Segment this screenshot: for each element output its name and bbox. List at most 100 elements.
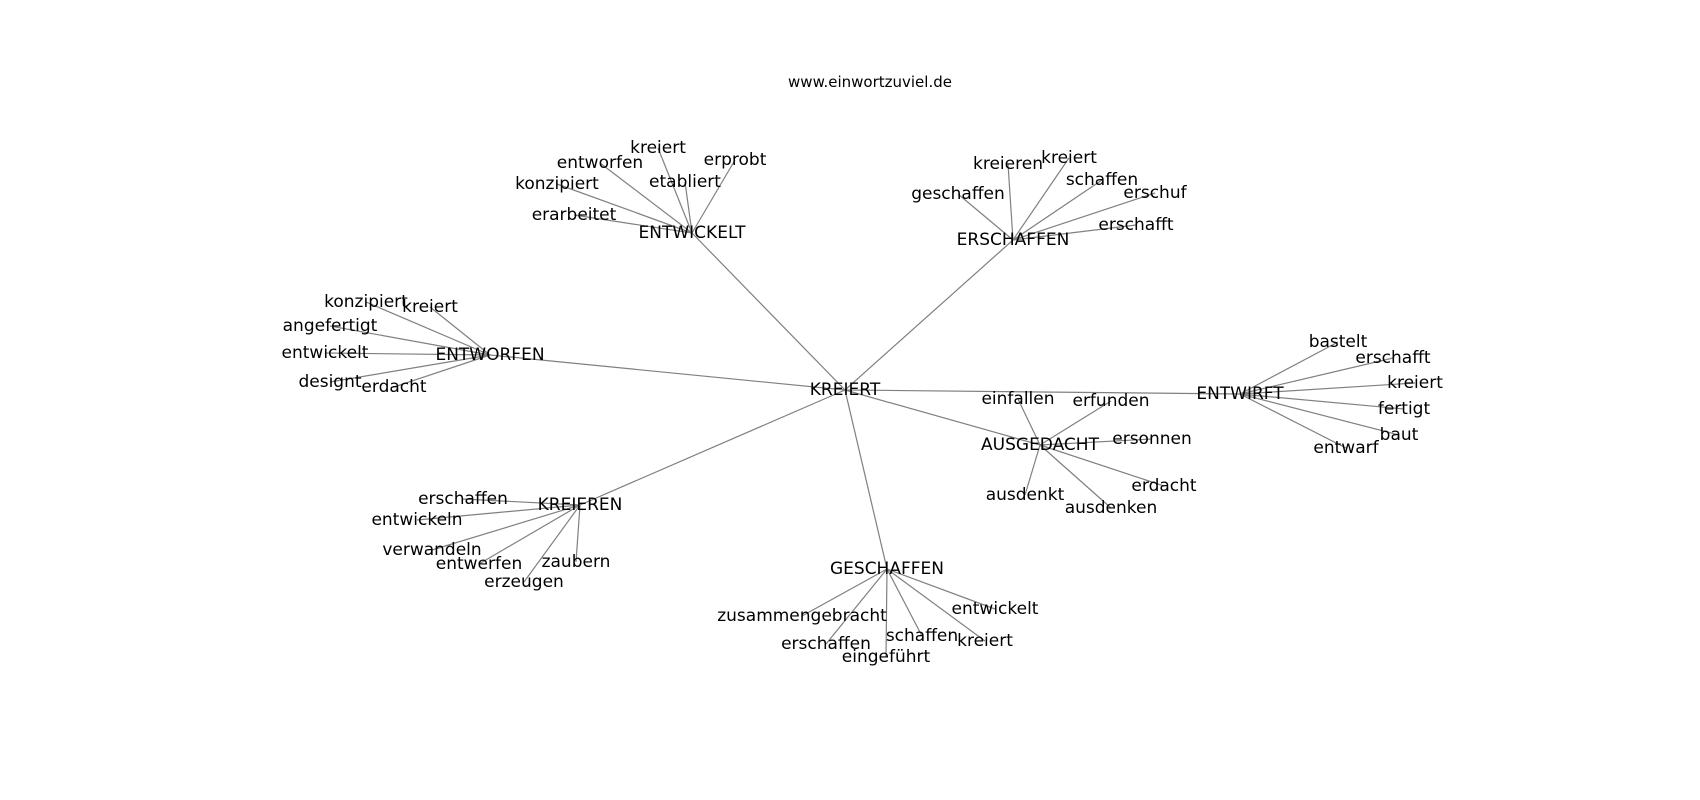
- word-node: baut: [1380, 425, 1419, 445]
- word-node: erfunden: [1072, 391, 1149, 411]
- edge-hub-to-word: [1039, 444, 1165, 487]
- edge-hub-to-word: [416, 504, 581, 521]
- edge-hub-to-word: [886, 568, 923, 637]
- edge-hub-to-word: [1012, 192, 1156, 241]
- edge-hub-to-word: [657, 147, 693, 234]
- word-node: entwickelt: [282, 343, 369, 363]
- edge-center-to-hub: [844, 239, 1014, 391]
- word-node: ausdenken: [1065, 498, 1158, 518]
- edge-hub-to-word: [1239, 393, 1347, 449]
- word-node: erarbeitet: [532, 205, 617, 225]
- graph-nodes: KREIERT ENTWICKELT kreiert erprobt entworfen…: [282, 138, 1444, 667]
- hub-node: ERSCHAFFEN: [957, 230, 1070, 250]
- word-node: konzipiert: [324, 292, 408, 312]
- center-node: KREIERT: [810, 380, 881, 400]
- word-node: entwerfen: [436, 554, 522, 574]
- word-node: zaubern: [542, 552, 611, 572]
- edge-center-to-hub: [579, 389, 846, 506]
- word-node: erprobt: [704, 150, 767, 170]
- site-title: www.einwortzuviel.de: [788, 73, 952, 91]
- word-node: angefertigt: [283, 316, 378, 336]
- edge-hub-to-word: [1039, 400, 1112, 446]
- word-node: zusammengebracht: [717, 606, 887, 626]
- hub-node: ENTWIRFT: [1196, 384, 1284, 404]
- word-node: erschafft: [1355, 348, 1431, 368]
- edge-hub-to-word: [801, 568, 888, 617]
- edge-hub-to-word: [478, 504, 581, 565]
- edge-center-to-hub: [844, 389, 888, 570]
- word-node: erschafft: [1098, 215, 1174, 235]
- word-node: erzeugen: [484, 572, 564, 592]
- edge-hub-to-word: [599, 162, 693, 234]
- edge-hub-to-word: [429, 306, 491, 356]
- word-node: erschaffen: [781, 634, 871, 654]
- word-node: entwarf: [1313, 438, 1379, 458]
- edge-hub-to-word: [431, 504, 581, 551]
- word-node: ersonnen: [1112, 429, 1192, 449]
- edge-hub-to-word: [1017, 398, 1041, 446]
- word-node: designt: [298, 372, 361, 392]
- edge-hub-to-word: [324, 352, 491, 356]
- edge-hub-to-word: [691, 159, 736, 234]
- edge-hub-to-word: [825, 568, 888, 645]
- edge-hub-to-word: [957, 193, 1014, 241]
- edge-hub-to-word: [1039, 438, 1153, 446]
- word-node: entwickelt: [952, 599, 1039, 619]
- word-node: eingeführt: [842, 647, 931, 667]
- edge-hub-to-word: [573, 214, 693, 234]
- word-node: etabliert: [649, 172, 721, 192]
- word-node: entwickeln: [371, 510, 462, 530]
- word-node: geschaffen: [911, 184, 1005, 204]
- word-node: schaffen: [1066, 170, 1138, 190]
- word-node: kreiert: [630, 138, 686, 158]
- edge-hub-to-word: [1239, 393, 1405, 410]
- hub-node: ENTWICKELT: [639, 223, 747, 243]
- word-node: kreiert: [402, 297, 458, 317]
- edge-center-to-hub: [691, 232, 846, 391]
- edge-hub-to-word: [684, 181, 693, 234]
- edge-hub-to-word: [365, 301, 491, 356]
- edge-center-to-hub: [489, 354, 846, 391]
- word-node: schaffen: [886, 626, 958, 646]
- edge-hub-to-word: [575, 504, 581, 563]
- hub-node: KREIEREN: [538, 495, 623, 515]
- edge-hub-to-word: [885, 568, 888, 658]
- edge-hub-to-word: [1239, 341, 1339, 395]
- edge-center-to-hub: [844, 389, 1241, 395]
- edge-hub-to-word: [886, 568, 996, 610]
- word-node: erdacht: [1131, 476, 1196, 496]
- word-node: verwandeln: [382, 540, 481, 560]
- edge-hub-to-word: [1024, 444, 1041, 496]
- word-node: erdacht: [361, 377, 426, 397]
- edge-center-to-hub: [844, 389, 1041, 446]
- edge-hub-to-word: [1039, 444, 1112, 509]
- word-node: erschuf: [1123, 183, 1187, 203]
- hub-node: AUSGEDACHT: [981, 435, 1100, 455]
- edge-hub-to-word: [556, 183, 693, 234]
- word-node: kreiert: [957, 631, 1013, 651]
- edge-hub-to-word: [1012, 157, 1070, 241]
- edge-hub-to-word: [1007, 163, 1014, 241]
- word-node: erschaffen: [418, 489, 508, 509]
- word-node: entworfen: [557, 153, 643, 173]
- edge-hub-to-word: [1012, 224, 1137, 241]
- edge-hub-to-word: [1239, 393, 1400, 436]
- word-node: konzipiert: [515, 174, 599, 194]
- word-node: kreiert: [1041, 148, 1097, 168]
- edge-hub-to-word: [462, 498, 581, 506]
- word-node: bastelt: [1309, 332, 1368, 352]
- edge-hub-to-word: [886, 568, 986, 642]
- graph-edges: [324, 147, 1416, 658]
- edge-hub-to-word: [1239, 382, 1416, 395]
- edge-hub-to-word: [393, 354, 491, 388]
- edge-hub-to-word: [329, 354, 491, 383]
- word-node: kreieren: [973, 154, 1043, 174]
- edge-hub-to-word: [523, 504, 581, 583]
- word-node: kreiert: [1387, 373, 1443, 393]
- hub-node: GESCHAFFEN: [830, 559, 944, 579]
- edge-hub-to-word: [329, 325, 491, 356]
- word-node: einfallen: [981, 389, 1054, 409]
- edge-hub-to-word: [1012, 179, 1103, 241]
- edge-hub-to-word: [1239, 357, 1394, 395]
